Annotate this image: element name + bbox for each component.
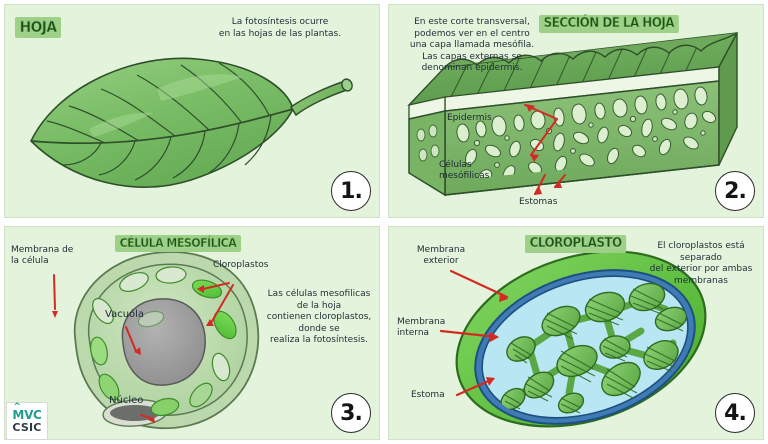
panel-2-paragraph: En este corte transversal, podemos ver e…: [409, 17, 535, 74]
panel-3-celula-mesofilica: CÉLULA MESOFÍLICA Las células mesofilica…: [0, 222, 384, 444]
label-epidermis: Epidermis: [447, 113, 492, 123]
panel-3-body: CÉLULA MESOFÍLICA Las células mesofilica…: [4, 226, 380, 440]
mvc-csic-logo: MVC CSIC: [6, 402, 48, 440]
label-cloroplastos: Cloroplastos: [213, 260, 269, 270]
panel-4-cloroplasto: CLOROPLASTO El cloroplastos está separad…: [384, 222, 768, 444]
panel-4-banner: CLOROPLASTO: [525, 235, 627, 253]
panel-2-banner: SECCIÓN DE LA HOJA: [539, 15, 679, 33]
panel-3-banner: CÉLULA MESOFÍLICA: [115, 235, 241, 252]
logo-csic-text: CSIC: [12, 421, 42, 434]
panel-3-number-badge: 3.: [331, 393, 371, 433]
panel-4-number-badge: 4.: [715, 393, 755, 433]
panel-1-body: HOJA La fotosíntesis ocurre en las hojas…: [4, 4, 380, 218]
label-estoma: Estoma: [411, 390, 445, 400]
label-nucleo: Núcleo: [109, 395, 144, 406]
chloroplast-illustration: [439, 250, 707, 428]
label-celulas-mesofilicas: Células mesófilicas: [439, 160, 490, 181]
label-membrana-de-la-celula: Membrana de la célula: [11, 245, 74, 266]
leaf-illustration: [30, 57, 353, 188]
panel-2-number-badge: 2.: [715, 171, 755, 211]
logo-mvc-text: MVC: [12, 403, 41, 421]
panel-3-paragraph: Las células mesofilicas de la hoja conti…: [266, 289, 372, 346]
label-estomas: Estomas: [519, 197, 558, 207]
panel-4-paragraph: El cloroplastos está separado del exteri…: [649, 241, 753, 286]
label-membrana-exterior: Membrana exterior: [416, 245, 466, 266]
panel-1-hoja: HOJA La fotosíntesis ocurre en las hojas…: [0, 0, 384, 222]
panel-2-seccion-hoja: SECCIÓN DE LA HOJA En este corte transve…: [384, 0, 768, 222]
mesophyll-cell-illustration: [52, 251, 260, 430]
panel-1-banner: HOJA: [15, 17, 62, 38]
panel-1-number-badge: 1.: [331, 171, 371, 211]
label-vacuola: Vacuóla: [105, 309, 145, 320]
panel-2-body: SECCIÓN DE LA HOJA En este corte transve…: [388, 4, 764, 218]
panel-4-body: CLOROPLASTO El cloroplastos está separad…: [388, 226, 764, 440]
leaf-cross-section-illustration: [407, 32, 739, 197]
label-membrana-interna: Membrana interna: [397, 317, 446, 338]
panel-1-paragraph: La fotosíntesis ocurre en las hojas de l…: [218, 17, 342, 39]
